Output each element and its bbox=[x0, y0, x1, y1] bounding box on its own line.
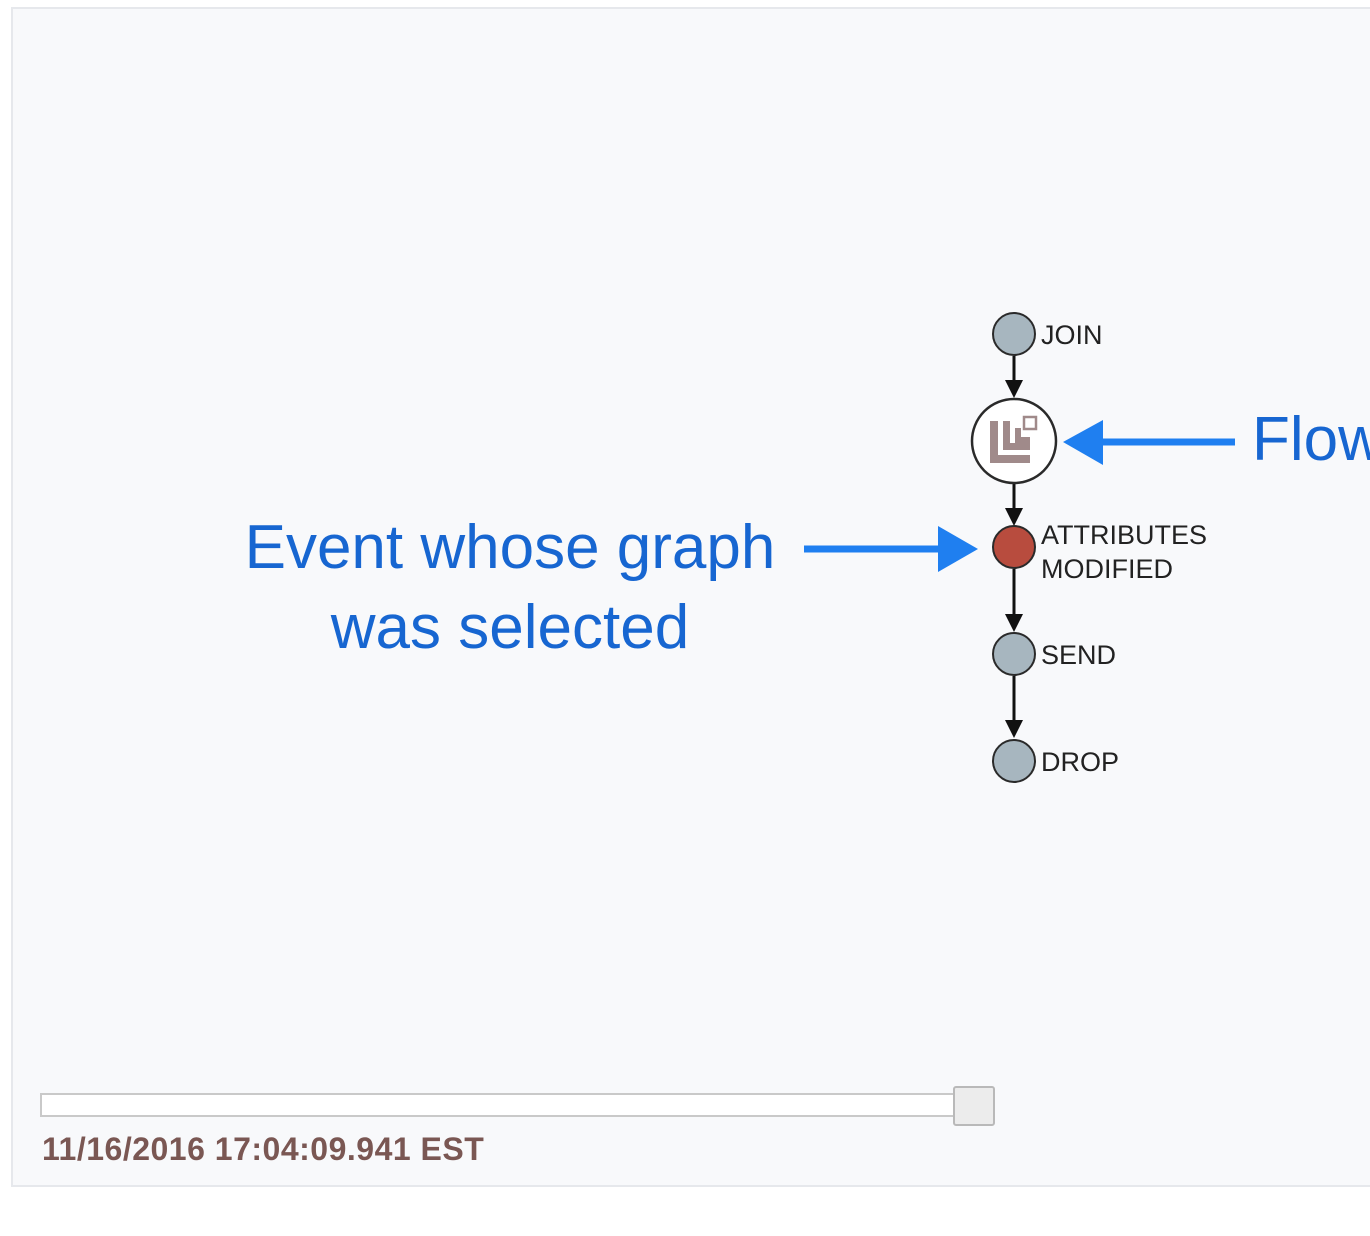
edge-flow-attributes-arrowhead bbox=[1005, 508, 1023, 526]
event-label-join: JOIN bbox=[1041, 320, 1103, 350]
event-label-send: SEND bbox=[1041, 640, 1117, 670]
event-node-join[interactable] bbox=[992, 312, 1036, 356]
edge-join-flow-arrowhead bbox=[1005, 380, 1023, 398]
annotation-arrow-event bbox=[804, 526, 978, 572]
provenance-graph-panel bbox=[11, 7, 1370, 1187]
flow-node-circle[interactable] bbox=[970, 397, 1058, 485]
event-node-attributes-modified[interactable] bbox=[992, 525, 1036, 569]
event-node-drop[interactable] bbox=[992, 739, 1036, 783]
annotation-event-selected: Event whose graph was selected bbox=[244, 513, 776, 662]
event-label-attributes-modified: ATTRIBUTES MODIFIED bbox=[1041, 520, 1208, 584]
flow-node[interactable] bbox=[970, 397, 1058, 485]
timeline-timestamp: 11/16/2016 17:04:09.941 EST bbox=[42, 1131, 485, 1167]
event-label-drop: DROP bbox=[1041, 747, 1120, 777]
timeline-slider-handle[interactable] bbox=[953, 1086, 995, 1126]
timeline-slider-track[interactable] bbox=[40, 1093, 970, 1117]
edge-attributes-send-arrowhead bbox=[1005, 614, 1023, 632]
flow-icon bbox=[990, 415, 1038, 463]
annotation-arrow-flow bbox=[1063, 420, 1235, 465]
event-node-send[interactable] bbox=[992, 632, 1036, 676]
edge-send-drop-arrowhead bbox=[1005, 720, 1023, 738]
graph-edges bbox=[1005, 356, 1023, 738]
annotation-flow: Flow bbox=[1252, 405, 1370, 474]
